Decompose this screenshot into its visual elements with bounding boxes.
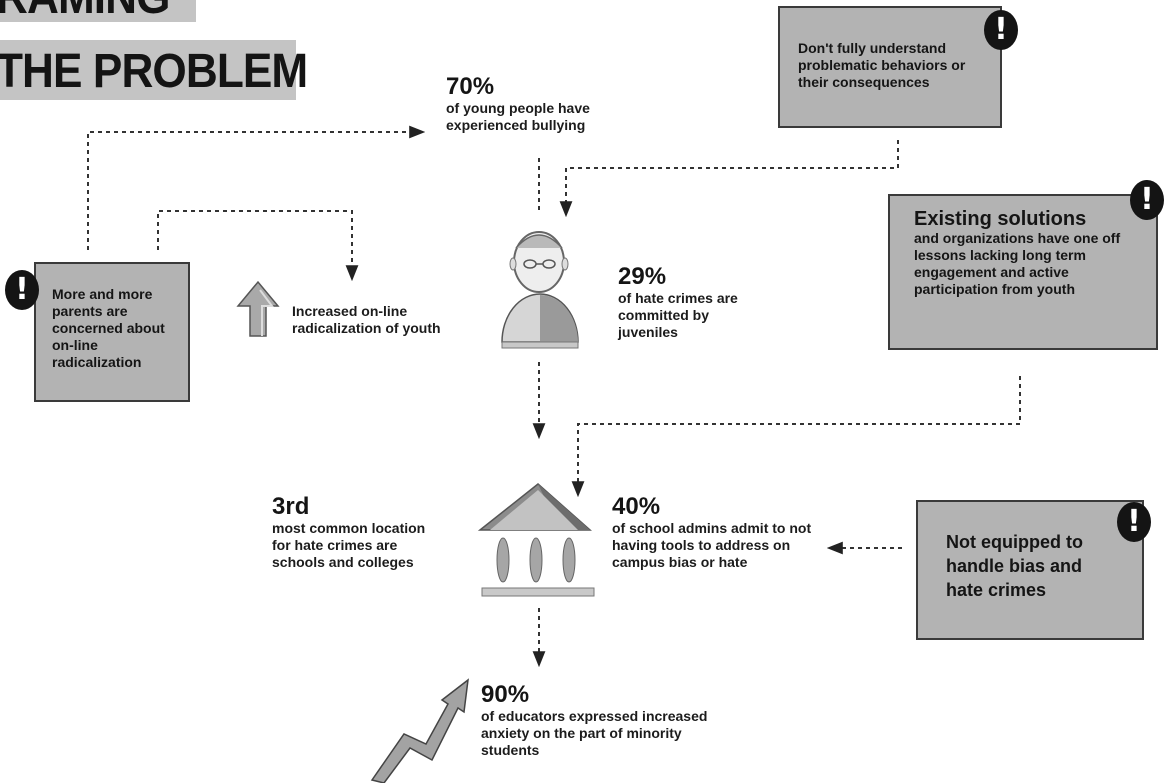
stat-admins: 40% of school admins admit to not having… [612, 494, 822, 571]
connector-parents-to-bullying [87, 125, 426, 250]
stat-educators-text: of educators expressed increased anxiety… [481, 708, 708, 758]
up-arrow-icon [236, 280, 280, 337]
stat-admins-value: 40% [612, 493, 661, 520]
connectors [87, 125, 1021, 668]
title-band-1 [0, 0, 196, 22]
box-equipped: Not equipped to handle bias and hate cri… [916, 500, 1144, 640]
title-line-1: RAMING [0, 0, 170, 25]
box-equipped-text: Not equipped to handle bias and hate cri… [946, 532, 1083, 600]
stat-bullying-value: 70% [446, 73, 495, 100]
stat-schools-text: most common location for hate crimes are… [272, 520, 426, 570]
warning-icon-parents: ! [5, 270, 39, 310]
connector-understand-to-person [559, 140, 899, 218]
box-parents-text: More and more parents are concerned abou… [52, 286, 165, 370]
stat-hate-juveniles: 29% of hate crimes are committed by juve… [618, 264, 758, 341]
box-solutions: Existing solutions and organizations hav… [888, 194, 1158, 350]
box-parents: More and more parents are concerned abou… [34, 262, 190, 402]
stat-schools-value: 3rd [272, 493, 310, 520]
stat-hate-juveniles-value: 29% [618, 263, 667, 290]
school-building-icon [477, 483, 595, 597]
box-understand-text: Don't fully understand problematic behav… [798, 40, 966, 90]
stat-educators: 90% of educators expressed increased anx… [481, 682, 721, 759]
stat-bullying: 70% of young people have experienced bul… [446, 74, 666, 134]
stat-schools: 3rd most common location for hate crimes… [272, 494, 452, 571]
stat-educators-value: 90% [481, 681, 530, 708]
title-line-2: THE PROBLEM [0, 45, 308, 98]
warning-icon-understand: ! [984, 10, 1018, 50]
connector-parents-to-radicalization [157, 210, 359, 282]
stat-bullying-text: of young people have experienced bullyin… [446, 100, 590, 133]
person-icon [501, 231, 579, 349]
radicalization-text: Increased on-line radicalization of yout… [292, 303, 441, 336]
title-band-2 [0, 40, 296, 100]
box-solutions-heading: Existing solutions [914, 208, 1087, 230]
stat-hate-juveniles-text: of hate crimes are committed by juvenile… [618, 290, 738, 340]
connector-solutions-to-school [571, 376, 1021, 498]
stat-admins-text: of school admins admit to not having too… [612, 520, 812, 570]
warning-icon-equipped: ! [1117, 502, 1151, 542]
rising-arrow-icon [370, 678, 469, 783]
box-solutions-text: and organizations have one off lessons l… [914, 230, 1121, 297]
box-understand: Don't fully understand problematic behav… [778, 6, 1002, 128]
warning-icon-solutions: ! [1130, 180, 1164, 220]
